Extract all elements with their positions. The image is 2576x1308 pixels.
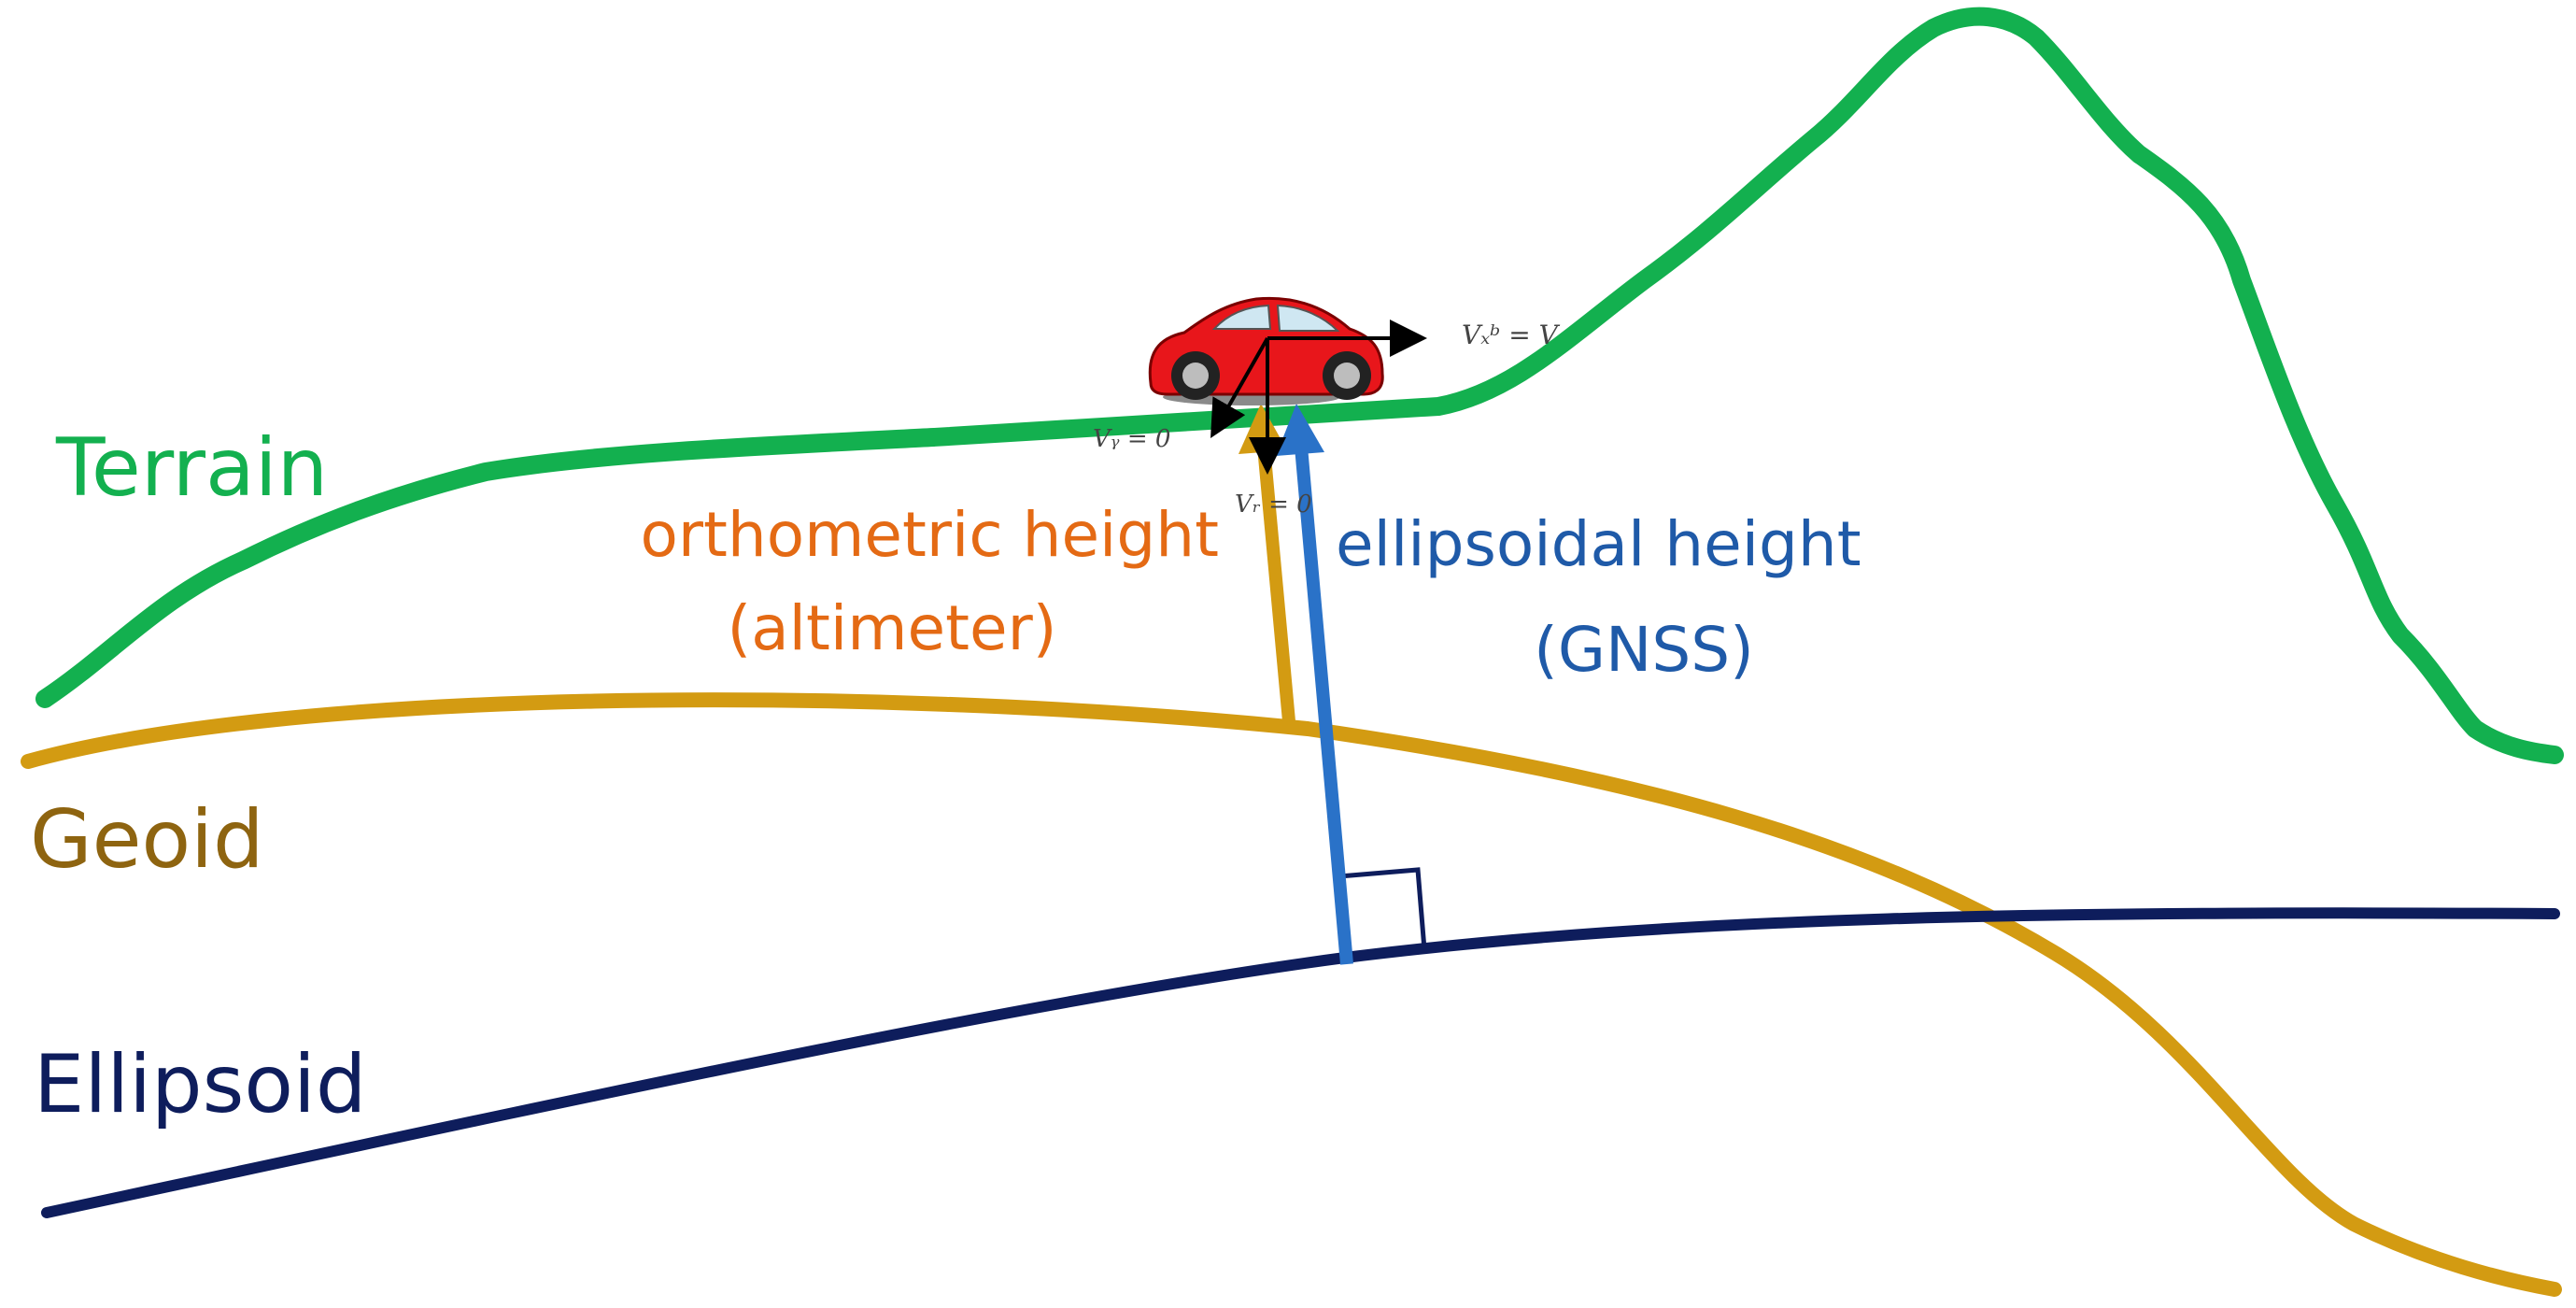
vz-label: Vᵣ = 0: [1235, 490, 1312, 519]
terrain-line: [35, 7, 2564, 764]
ellipsoidal-height-sublabel: (GNSS): [1534, 614, 1754, 686]
ellipsoidal-height-label: ellipsoidal height: [1336, 508, 1861, 580]
vy-label: Vᵧ = 0: [1093, 425, 1170, 453]
terrain-label: Terrain: [55, 421, 328, 515]
right-angle-marker: [1338, 867, 1427, 950]
ellipsoidal-arrowhead: [1276, 404, 1324, 456]
orthometric-height-label: orthometric height: [641, 499, 1220, 571]
geoid-label: Geoid: [30, 793, 264, 887]
geoid-line: [21, 692, 2562, 1297]
vehicle-body-axes: [1210, 320, 1427, 475]
ellipsoidal-height-arrow: [1295, 446, 1353, 965]
orthometric-height-arrow: [1257, 446, 1295, 722]
orthometric-height-sublabel: (altimeter): [727, 592, 1056, 664]
vx-label: Vₓᵇ = V: [1462, 320, 1561, 350]
ellipsoid-label: Ellipsoid: [34, 1038, 367, 1131]
